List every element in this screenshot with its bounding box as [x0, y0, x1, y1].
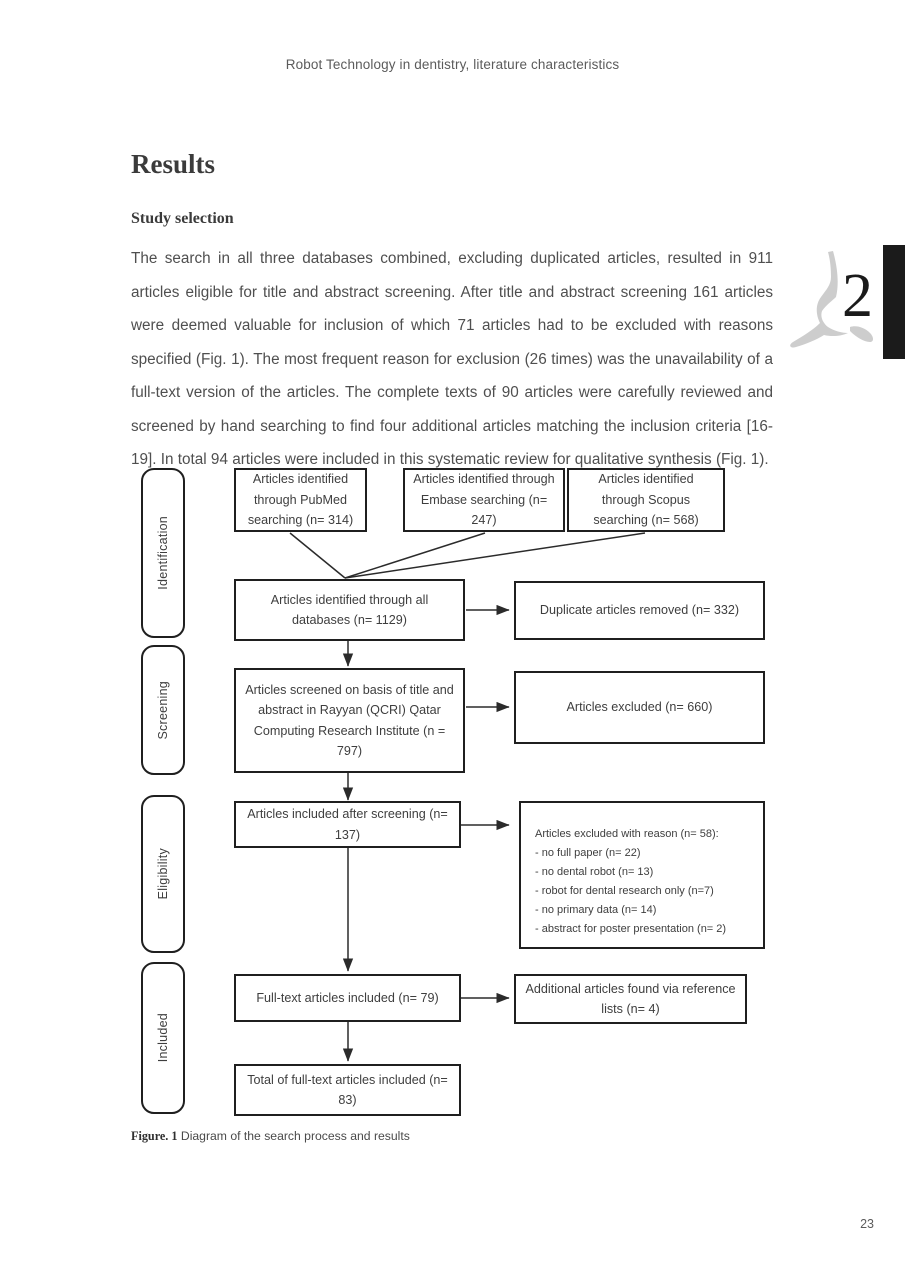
node-excluded-screening: Articles excluded (n= 660): [514, 671, 765, 744]
node-screened: Articles screened on basis of title and …: [234, 668, 465, 773]
page-number: 23: [860, 1217, 874, 1231]
node-additional-via-references: Additional articles found via reference …: [514, 974, 747, 1024]
stage-label-identification: Identification: [141, 468, 185, 638]
stage-label-screening: Screening: [141, 645, 185, 775]
figure-caption-label: Figure. 1: [131, 1129, 178, 1143]
stage-label-included: Included: [141, 962, 185, 1114]
figure-caption-text: Diagram of the search process and result…: [177, 1129, 410, 1143]
running-head: Robot Technology in dentistry, literatur…: [285, 57, 620, 72]
node-included-after-screening: Articles included after screening (n= 13…: [234, 801, 461, 848]
node-embase: Articles identified through Embase searc…: [403, 468, 565, 532]
excluded-reason-title: Articles excluded with reason (n= 58):: [535, 828, 719, 840]
node-pubmed: Articles identified through PubMed searc…: [234, 468, 367, 532]
chapter-ornament-icon: [790, 251, 873, 348]
chapter-marker: 2: [786, 243, 905, 361]
node-fulltext-included: Full-text articles included (n= 79): [234, 974, 461, 1022]
chapter-number: 2: [842, 262, 873, 330]
stage-label-text: Included: [156, 1013, 170, 1063]
node-excluded-with-reason: Articles excluded with reason (n= 58): -…: [519, 801, 765, 949]
page-title: Results: [131, 149, 216, 180]
node-scopus: Articles identified through Scopus searc…: [567, 468, 725, 532]
excluded-reason-list: - no full paper (n= 22) - no dental robo…: [535, 847, 727, 935]
chapter-edge-tab: [883, 245, 905, 359]
node-duplicates-removed: Duplicate articles removed (n= 332): [514, 581, 765, 640]
node-total-fulltext: Total of full-text articles included (n=…: [234, 1064, 461, 1116]
figure-caption: Figure. 1 Diagram of the search process …: [131, 1129, 410, 1144]
stage-label-eligibility: Eligibility: [141, 795, 185, 953]
subsection-heading: Study selection: [131, 210, 234, 228]
stage-label-text: Eligibility: [156, 848, 170, 900]
node-all-databases: Articles identified through all database…: [234, 579, 465, 641]
stage-label-text: Screening: [156, 680, 170, 740]
body-paragraph: The search in all three databases combin…: [131, 250, 773, 469]
stage-label-text: Identification: [156, 516, 170, 590]
